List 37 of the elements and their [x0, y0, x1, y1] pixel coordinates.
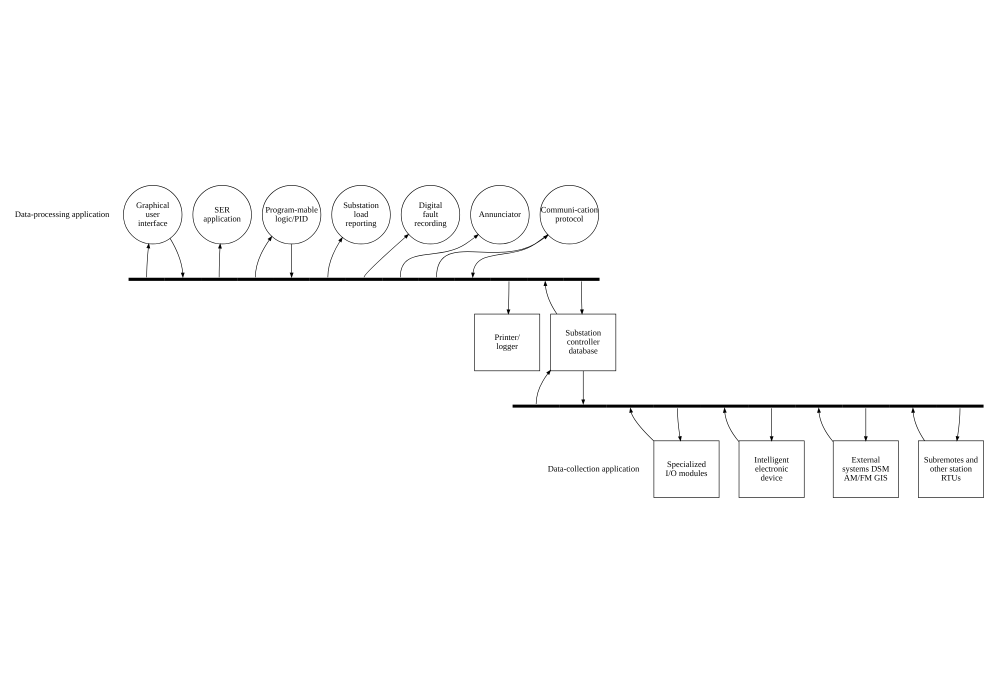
arrow	[816, 407, 833, 442]
node-circle: Graphical user interface	[122, 185, 182, 244]
arrow	[169, 238, 184, 278]
arrow	[218, 243, 222, 278]
arrow	[580, 370, 585, 405]
node-box: Printer/ logger	[474, 314, 540, 372]
arrow	[327, 236, 342, 278]
arrow	[399, 234, 478, 278]
node-box: Intelligent electronic device	[738, 440, 804, 498]
node-box: Subremotes and other station RTUs	[918, 440, 984, 498]
node-circle: Digital fault recording	[400, 185, 460, 244]
arrow	[535, 370, 551, 404]
arrow	[955, 408, 960, 442]
arrow	[289, 244, 293, 278]
arrow	[676, 408, 682, 442]
arrow	[254, 236, 272, 278]
arrow	[543, 280, 557, 314]
arrow	[628, 407, 654, 442]
arrow	[769, 408, 774, 442]
arrow	[436, 234, 548, 278]
arrow	[580, 281, 584, 315]
node-box: Specialized I/O modules	[653, 440, 719, 498]
arrow	[363, 234, 409, 278]
arrow	[146, 242, 150, 278]
node-circle: SER application	[192, 185, 252, 244]
node-circle: Program-mable logic/PID	[262, 185, 321, 244]
node-circle: Communi-cation protocol	[539, 185, 598, 244]
label: Data-collection application	[547, 463, 639, 474]
node-box: External systems DSM AM/FM GIS	[832, 440, 898, 498]
node-box: Substation controller database	[550, 314, 616, 372]
label: Data-processing application	[14, 208, 109, 219]
arrow	[910, 407, 924, 442]
arrow	[722, 407, 739, 442]
arrow	[470, 234, 548, 278]
node-circle: Annunciator	[470, 185, 529, 244]
arrow	[863, 408, 868, 442]
arrow	[506, 281, 510, 315]
